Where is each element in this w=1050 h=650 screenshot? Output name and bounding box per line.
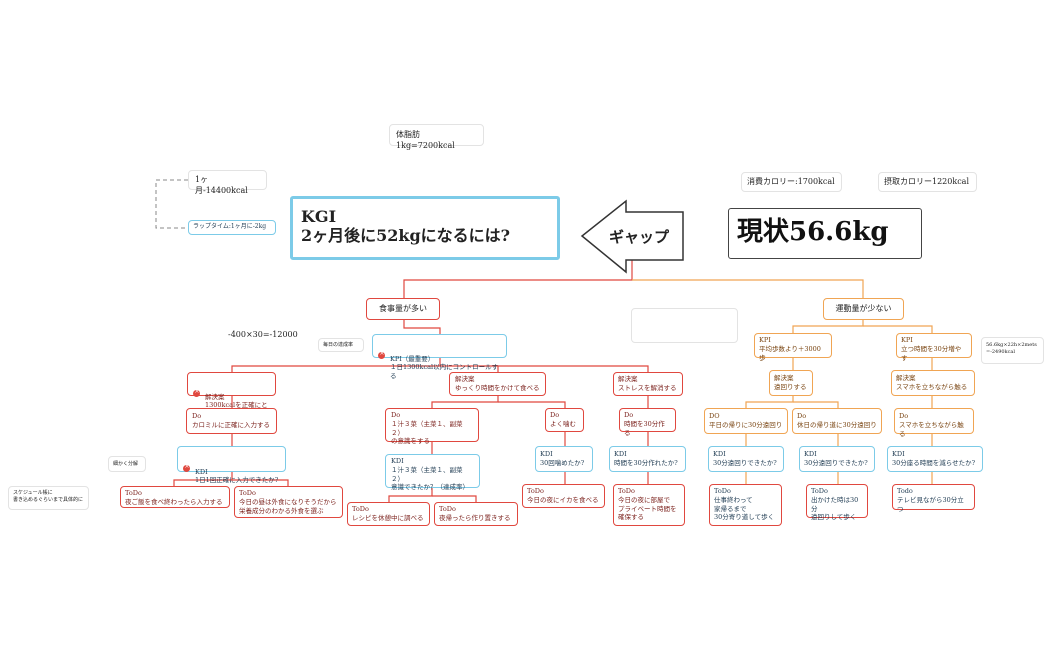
todo-stand-watching-tv[interactable]: Todo テレビ見ながら30分立つ [892,484,975,513]
do-calomil-input[interactable]: Do カロミルに正確に入力する [186,408,277,434]
branch-too-much-food[interactable]: 食事量が多い [366,298,440,320]
calorie-calc-note[interactable]: 56.6kg×22h×2mets =-2490kcal [981,337,1044,364]
kpi-food-text: KPI（最重要） １日1300kcal以内にコントロールする [390,354,499,381]
branch-too-little-exercise[interactable]: 運動量が少ない [823,298,904,320]
empty-node[interactable] [631,308,738,343]
gap-arrow-shape [580,199,684,274]
kdi-made-30-minutes[interactable]: KDI 時間を30分作れたか? [609,446,686,472]
kdi-one-soup-three-dishes[interactable]: KDI １汁３菜（主菜１、副菜２） 意識できたか？（達成率） [385,454,480,491]
kgi-box[interactable]: KGI 2ヶ月後に52kgになるには? [290,196,560,260]
kdi-reduce-sitting[interactable]: KDI 30分座る時間を減らせたか? [887,446,983,472]
kdi-daily-input-text: KDI 1日1回正確に入力できたか? [195,467,279,485]
todo-private-time[interactable]: ToDo 今日の夜に部屋で プライベート時間を 確保する [613,484,685,526]
kdi-chew-30-times[interactable]: KDI 30回噛めたか? [535,446,593,472]
solution-accurate-calories[interactable]: 解決案 1300kcalを正確にとる [187,372,276,418]
consumption-note[interactable]: 消費カロリー:1700kcal [741,172,842,192]
body-fat-note[interactable]: 体脂肪1kg=7200kcal [389,124,484,150]
kdi-holiday-detour[interactable]: KDI 30分遠回りできたか? [799,446,875,472]
todo-walk-when-out[interactable]: ToDo 出かけた時は30分 遠回りして歩く [806,484,868,521]
do-holiday-detour[interactable]: Do 休日の帰り道に30分遠回り [792,408,882,434]
note-marker-icon [193,388,200,397]
month-note[interactable]: 1ヶ月-14400kcal [188,170,267,195]
lap-time-note[interactable]: ラップタイム:1ヶ月に-2kg [188,220,276,235]
do-phone-standing[interactable]: Do スマホを立ちながら触る [894,408,974,438]
gap-label: ギャップ [609,228,670,246]
kpi-food[interactable]: KPI（最重要） １日1300kcal以内にコントロールする [372,334,507,380]
todo-walk-after-work[interactable]: ToDo 仕事終わって 家帰るまで 30分寄り道して歩く [709,484,782,526]
kdi-weekday-detour[interactable]: KDI 30分遠回りできたか? [708,446,784,472]
schedule-note[interactable]: スケジュール帳に 書き込めるぐらいまで具体的に [8,486,89,510]
do-make-30-minutes[interactable]: Do 時間を30分作る [619,408,676,437]
kpi-standing-time[interactable]: KPI 立つ時間を30分増やす [896,333,972,362]
todo-search-recipes[interactable]: ToDo レシピを休憩中に調べる [347,502,430,526]
note-marker-icon [183,463,190,472]
solution-eat-slowly[interactable]: 解決案 ゆっくり時間をかけて食べる [449,372,546,396]
calc-note: -400×30=-12000 [228,330,308,344]
do-chew-well[interactable]: Do よく噛む [545,408,584,432]
todo-choose-lunch[interactable]: ToDo 今日の昼は外食になりそうだから 栄養成分のわかる外食を選ぶ [234,486,343,518]
kdi-daily-input[interactable]: KDI 1日1回正確に入力できたか? [177,446,286,484]
todo-input-after-dinner[interactable]: ToDo 夜ご飯を食べ終わったら入力する [120,486,230,508]
solution-phone-standing[interactable]: 解決案 スマホを立ちながら触る [891,370,975,396]
do-one-soup-three-dishes[interactable]: Do １汁３菜（主菜１、副菜２） の意識をする [385,408,479,445]
todo-eat-squid[interactable]: ToDo 今日の夜にイカを食べる [522,484,605,508]
kpi-steps[interactable]: KPI 平均歩数より＋3000歩 [754,333,832,362]
solution-relieve-stress[interactable]: 解決案 ストレスを解消する [613,372,683,396]
fine-breakdown-note[interactable]: 細かく分解 [108,456,146,472]
intake-note[interactable]: 摂取カロリー1220kcal [878,172,977,192]
kgi-title: KGI [301,207,337,226]
do-weekday-detour[interactable]: DO 平日の帰りに30分遠回り [704,408,788,434]
solution-detour[interactable]: 解決案 遠回りする [769,370,813,396]
todo-meal-prep[interactable]: ToDo 夜帰ったら作り置きする [434,502,518,526]
kgi-goal: 2ヶ月後に52kgになるには? [301,226,511,246]
daily-rate-note[interactable]: 毎日の達成率 [318,338,364,352]
current-weight-box[interactable]: 現状56.6kg [728,208,922,259]
note-marker-icon [378,350,385,359]
